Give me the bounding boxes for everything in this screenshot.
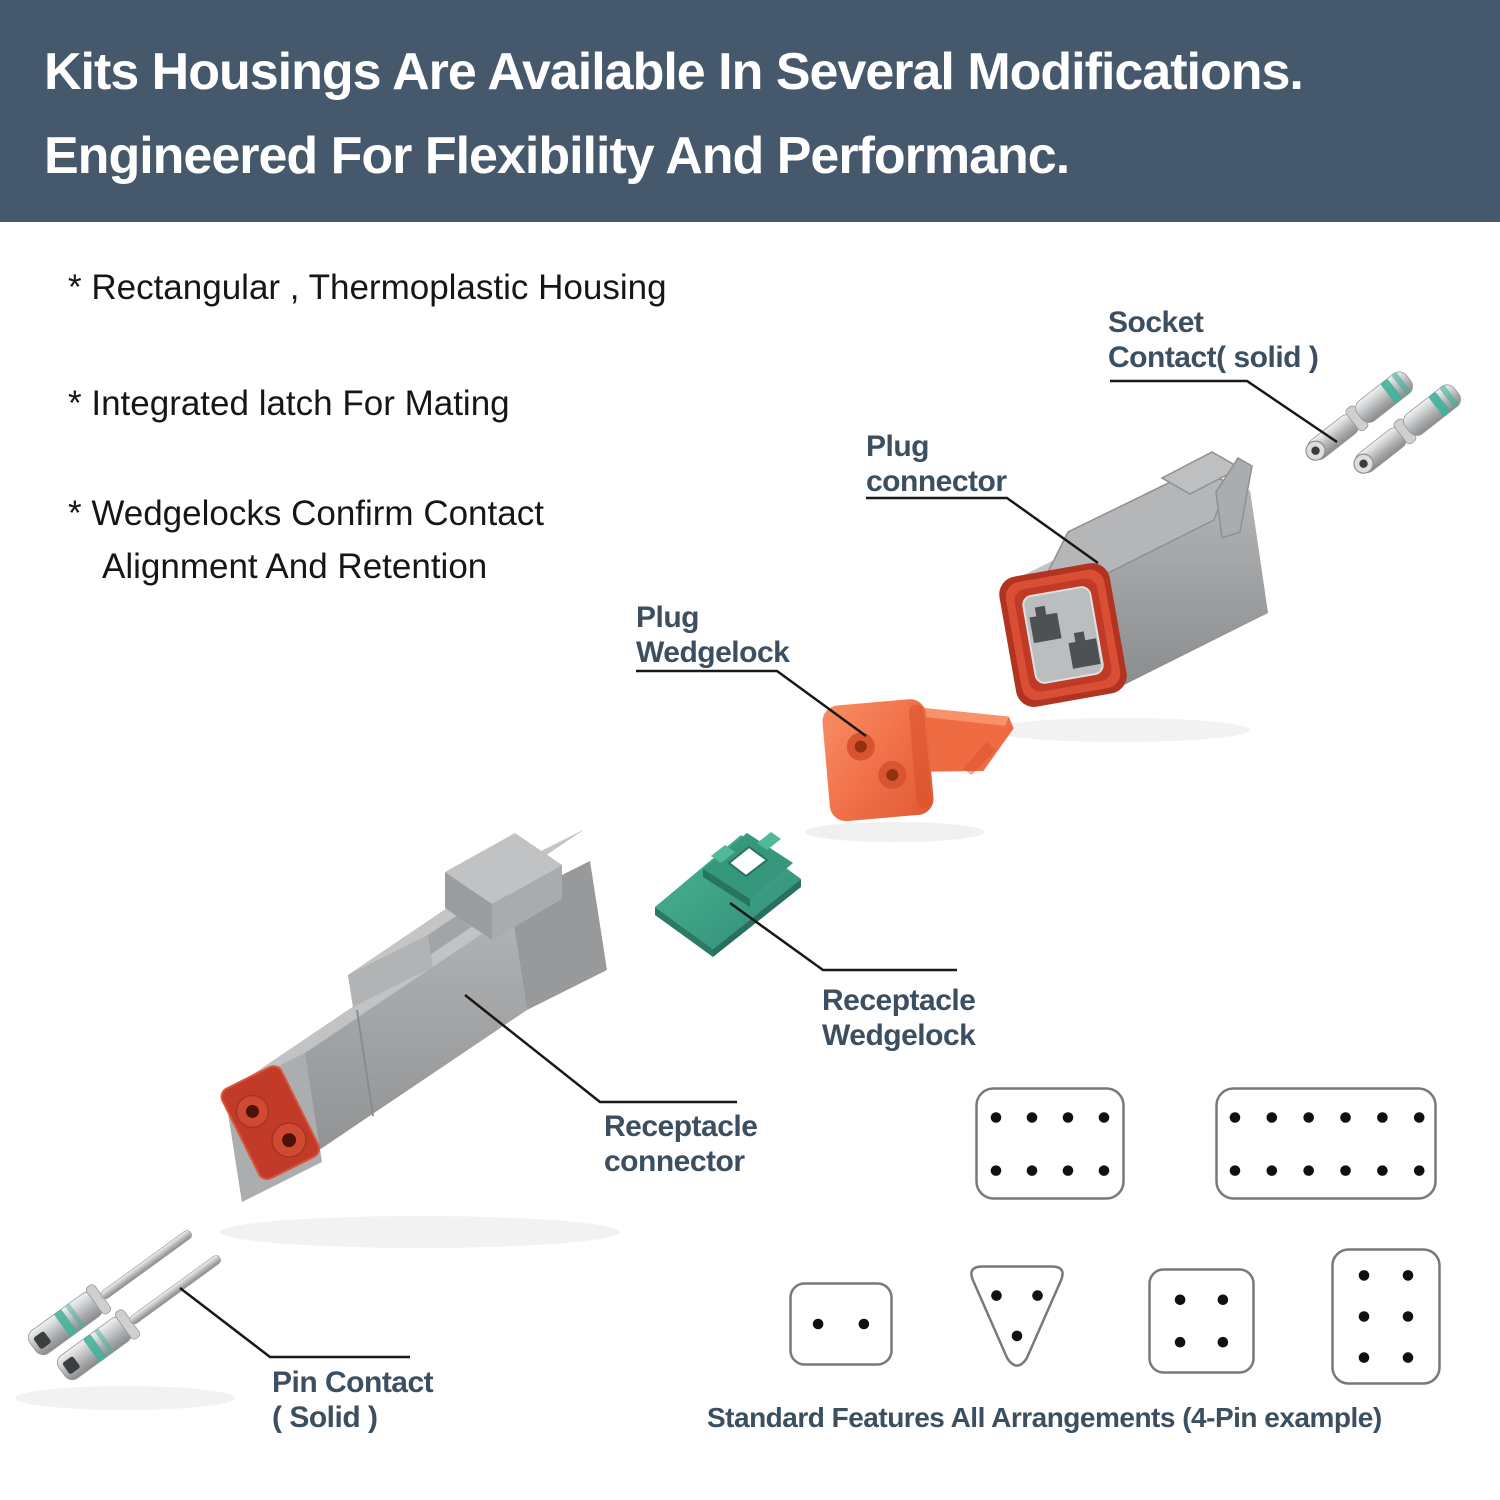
plug-connector-photo [999,451,1268,707]
header-banner: Kits Housings Are Available In Several M… [0,0,1500,222]
arrangements-caption: Standard Features All Arrangements (4-Pi… [707,1402,1382,1433]
leader-line-receptacle-wedgelock [729,901,957,972]
arrangement-2-pin [789,1282,893,1366]
arrangement-12-pin [1215,1087,1437,1200]
feature-wedgelocks-line2: Alignment And Retention [102,547,488,586]
pins-shadow [15,1386,235,1410]
receptacle-wedgelock-label: Receptacle Wedgelock [822,984,976,1052]
arrangement-8-pin [975,1087,1125,1200]
plug-wedgelock-photo [822,699,1014,822]
feature-integrated-latch: * Integrated latch For Mating [68,384,510,423]
plug-wedgelock-label: Plug Wedgelock [636,601,790,669]
receptacle-shadow [220,1216,620,1248]
header-line-2: Engineered For Flexibility And Performan… [44,127,1070,185]
arrangement-3-pin [970,1265,1064,1367]
wedge-shadow [805,822,985,842]
feature-rectangular-housing: * Rectangular , Thermoplastic Housing [68,268,667,307]
leader-line-pin-contact [179,1287,410,1359]
arrangement-4-pin [1148,1268,1255,1374]
leader-line-plug-connector [866,496,1099,565]
feature-wedgelocks-line1: * Wedgelocks Confirm Contact [68,494,544,533]
socket-contact-label: Socket Contact( solid ) [1108,306,1319,374]
receptacle-wedgelock-photo [655,832,801,957]
leader-line-socket-contact [1110,379,1338,444]
plug-connector-label: Plug connector [866,430,1007,498]
leader-line-receptacle-connector [464,994,737,1104]
plug-shadow [990,718,1250,742]
pin-contact-label: Pin Contact ( Solid ) [272,1366,434,1434]
arrangement-6-pin [1331,1248,1441,1385]
header-line-1: Kits Housings Are Available In Several M… [44,43,1304,101]
leader-line-plug-wedgelock [636,669,867,738]
receptacle-connector-label: Receptacle connector [604,1110,758,1178]
receptacle-connector-photo [220,829,607,1202]
